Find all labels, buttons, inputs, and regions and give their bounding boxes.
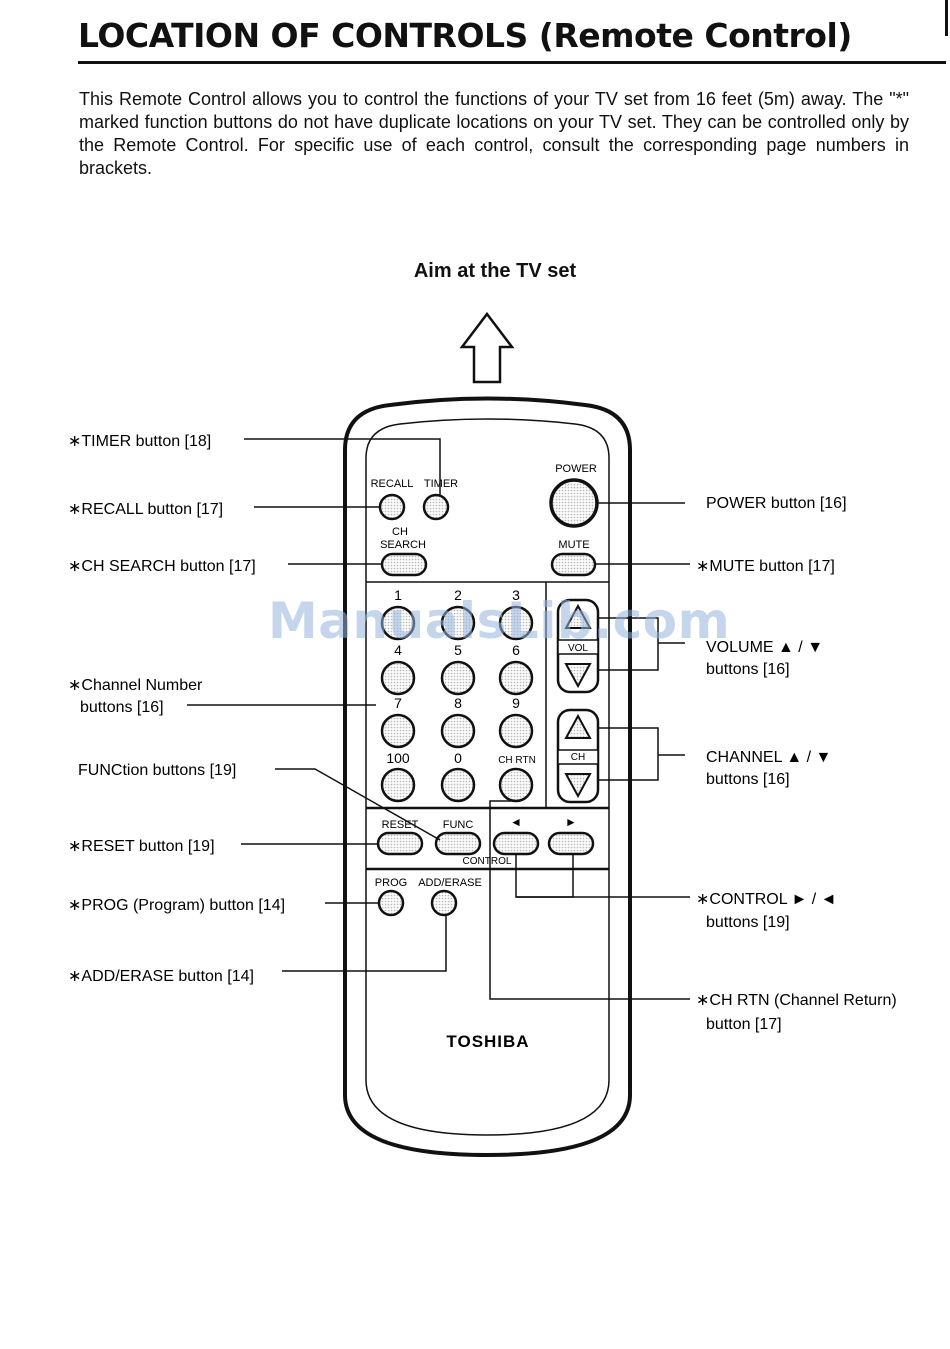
reset-button[interactable]: [376, 831, 424, 856]
callout-channel-line2: buttons [16]: [706, 771, 790, 788]
callout-timer: ∗TIMER button [18]: [68, 433, 211, 450]
callout-control-line1: ∗CONTROL ► / ◄: [696, 891, 837, 908]
callout-prog: ∗PROG (Program) button [14]: [68, 897, 285, 914]
aim-up-arrow: [459, 311, 515, 384]
callout-channel-number-line1: ∗Channel Number: [68, 677, 203, 694]
callout-ch-rtn-line1: ∗CH RTN (Channel Return): [696, 992, 897, 1009]
mute-label: MUTE: [558, 539, 589, 551]
volume-down-icon: [564, 663, 592, 689]
number-button-7[interactable]: [380, 713, 416, 749]
callout-volume-line2: buttons [16]: [706, 661, 790, 678]
recall-button[interactable]: [378, 493, 406, 521]
timer-label: TIMER: [424, 478, 458, 490]
remote-body-inner: [365, 418, 610, 1136]
vol-label: VOL: [568, 643, 588, 654]
callout-leader-lines: [187, 438, 690, 1000]
title-rule: [78, 61, 946, 64]
number-button-100[interactable]: [380, 767, 416, 803]
number-label-3: 3: [512, 587, 520, 603]
callout-recall: ∗RECALL button [17]: [68, 501, 223, 518]
callout-ch-search: ∗CH SEARCH button [17]: [68, 558, 256, 575]
add-erase-button[interactable]: [430, 889, 458, 917]
func-label: FUNC: [443, 819, 474, 831]
power-label: POWER: [555, 463, 597, 475]
number-label-100: 100: [386, 750, 410, 766]
callout-control-line2: buttons [19]: [706, 914, 790, 931]
callout-volume-line1: VOLUME ▲ / ▼: [706, 639, 823, 656]
number-label-5: 5: [454, 642, 462, 658]
timer-button[interactable]: [422, 493, 450, 521]
control-right-label: ►: [565, 815, 577, 829]
control-left-label: ◄: [510, 815, 522, 829]
remote-body-outer: [343, 396, 632, 1158]
power-button[interactable]: [549, 478, 599, 528]
number-label-2: 2: [454, 587, 462, 603]
number-label-4: 4: [394, 642, 402, 658]
mute-button[interactable]: [550, 552, 597, 577]
ch-rtn-label: CH RTN: [498, 755, 536, 766]
page-title: LOCATION OF CONTROLS (Remote Control): [78, 16, 852, 55]
volume-up-icon: [564, 603, 592, 629]
page-edge-mark: [945, 0, 948, 36]
number-button-4[interactable]: [380, 660, 416, 696]
control-left-button[interactable]: [492, 831, 540, 856]
callout-channel-number-line2: buttons [16]: [80, 699, 164, 716]
control-right-button[interactable]: [547, 831, 595, 856]
prog-button[interactable]: [377, 889, 405, 917]
volume-rocker[interactable]: [556, 598, 600, 694]
number-button-8[interactable]: [440, 713, 476, 749]
number-button-2[interactable]: [440, 605, 476, 641]
number-label-9: 9: [512, 695, 520, 711]
number-button-5[interactable]: [440, 660, 476, 696]
channel-rocker[interactable]: [556, 708, 600, 804]
prog-label: PROG: [375, 877, 407, 889]
func-button[interactable]: [434, 831, 482, 856]
callout-ch-rtn-line2: button [17]: [706, 1016, 782, 1033]
number-label-0: 0: [454, 750, 462, 766]
toshiba-logo: TOSHIBA: [446, 1032, 529, 1051]
number-label-8: 8: [454, 695, 462, 711]
number-label-1: 1: [394, 587, 402, 603]
ch-rtn-button[interactable]: [498, 767, 534, 803]
control-label: CONTROL: [463, 856, 512, 867]
callout-reset: ∗RESET button [19]: [68, 838, 215, 855]
channel-up-icon: [564, 713, 592, 739]
callout-function: FUNCtion buttons [19]: [78, 762, 236, 779]
callout-add-erase: ∗ADD/ERASE button [14]: [68, 968, 254, 985]
add-erase-label: ADD/ERASE: [418, 877, 482, 889]
watermark: ManualsLib.com: [268, 592, 731, 650]
number-button-6[interactable]: [498, 660, 534, 696]
number-label-7: 7: [394, 695, 402, 711]
callout-mute: ∗MUTE button [17]: [696, 558, 835, 575]
intro-paragraph: This Remote Control allows you to contro…: [79, 89, 909, 178]
ch-rocker-label: CH: [571, 752, 585, 763]
callout-power: POWER button [16]: [706, 495, 847, 512]
ch-search-label-line2: SEARCH: [380, 539, 426, 551]
aim-label: Aim at the TV set: [413, 260, 577, 282]
recall-label: RECALL: [371, 478, 414, 490]
number-button-0[interactable]: [440, 767, 476, 803]
ch-search-label-line1: CH: [392, 526, 408, 538]
number-label-6: 6: [512, 642, 520, 658]
channel-down-icon: [564, 773, 592, 799]
ch-search-button[interactable]: [380, 552, 428, 577]
callout-channel-line1: CHANNEL ▲ / ▼: [706, 749, 831, 766]
number-button-3[interactable]: [498, 605, 534, 641]
number-button-1[interactable]: [380, 605, 416, 641]
number-button-9[interactable]: [498, 713, 534, 749]
